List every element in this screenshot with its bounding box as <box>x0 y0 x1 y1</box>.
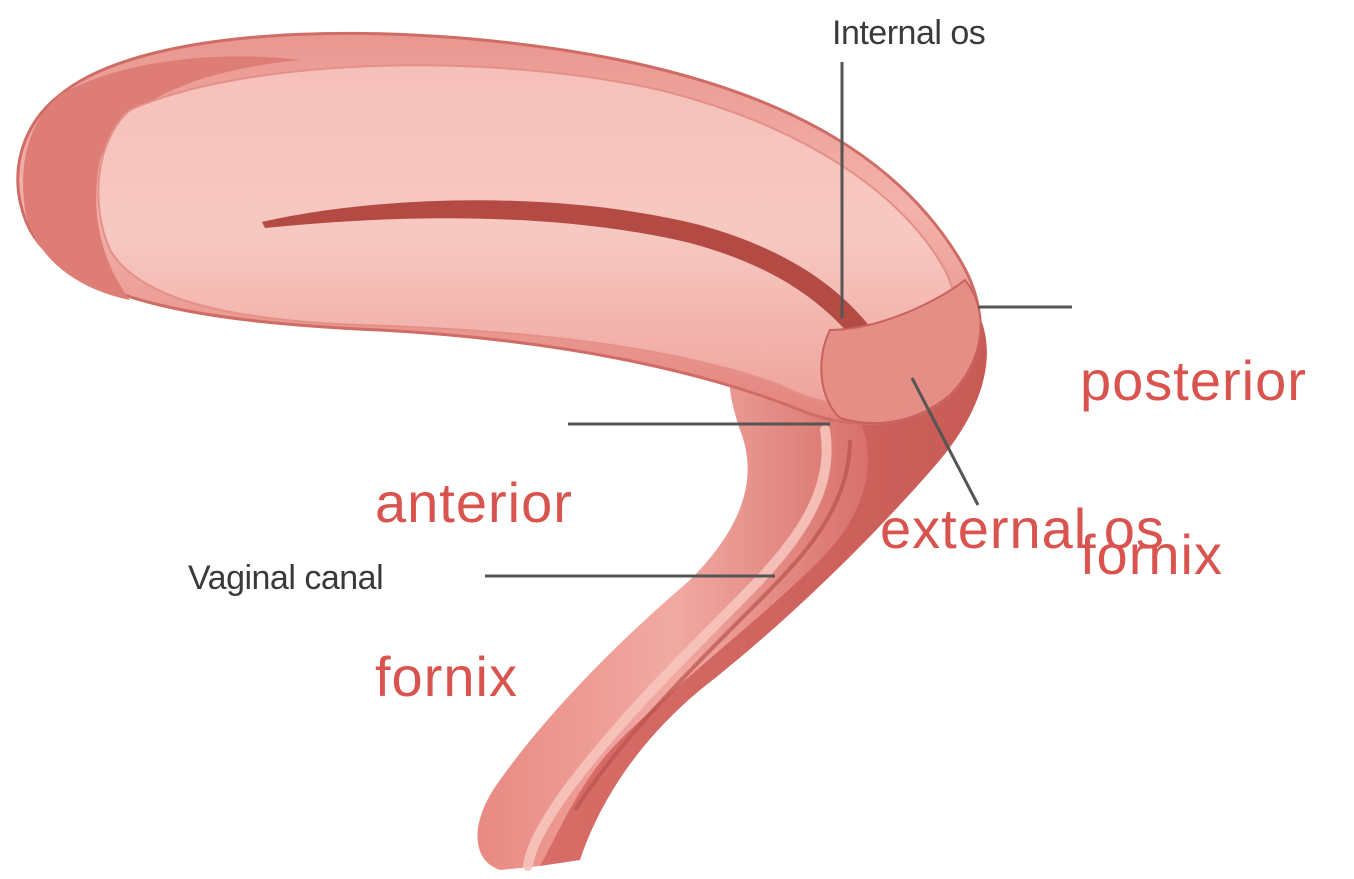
label-anterior-fornix-line1: anterior <box>375 474 573 532</box>
label-internal-os: Internal os <box>832 16 985 50</box>
label-anterior-fornix-line2: fornix <box>375 648 573 706</box>
label-vaginal-canal: Vaginal canal <box>188 561 383 595</box>
label-anterior-fornix: anterior fornix <box>375 358 573 764</box>
label-posterior-fornix: posterior fornix <box>1080 236 1307 642</box>
label-external-os: external os <box>880 500 1165 558</box>
label-posterior-fornix-line1: posterior <box>1080 352 1307 410</box>
